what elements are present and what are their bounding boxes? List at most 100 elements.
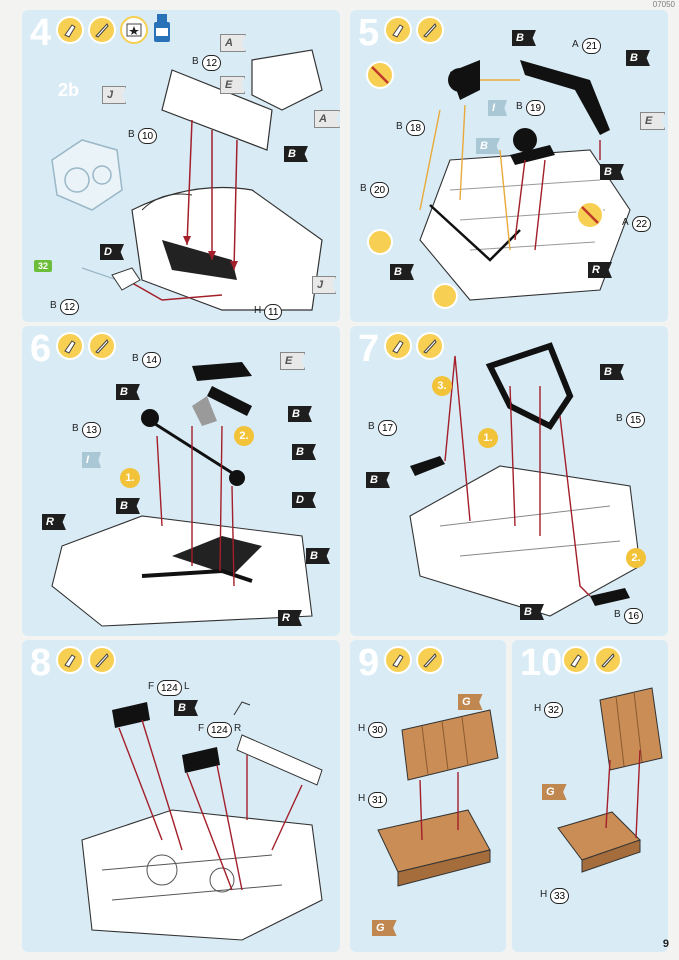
paint-brush-icon (88, 332, 116, 360)
step-7-panel: 7 B 17 B 15 B 16 3. 1. 2. B B B (350, 326, 668, 636)
part-letter: H (254, 305, 262, 316)
paint-brush-icon (416, 332, 444, 360)
substep-badge: 3. (432, 376, 452, 396)
part-number: 12 (60, 299, 80, 315)
part-number: 19 (526, 100, 546, 116)
svg-text:2b: 2b (58, 80, 79, 100)
part-letter: B (516, 101, 523, 112)
part-number: 12 (202, 55, 222, 71)
part-letter: H (534, 703, 542, 714)
part-letter: A (572, 39, 579, 50)
part-letter: F (198, 723, 205, 734)
paint-flag: B (288, 406, 312, 422)
part-letter: H (540, 889, 548, 900)
paint-flag: B (600, 364, 624, 380)
paint-flag: B (174, 700, 198, 716)
part-number: 17 (378, 420, 398, 436)
step-number: 5 (358, 12, 380, 54)
paint-flag: G (372, 920, 397, 936)
part-letter: H (358, 723, 366, 734)
part-number: 31 (368, 792, 388, 808)
part-number: 10 (138, 128, 158, 144)
paint-flag: B (366, 472, 390, 488)
paint-flag: G (542, 784, 567, 800)
part-letter: B (396, 121, 403, 132)
step-8-illustration (81, 701, 323, 941)
part-letter: H (358, 793, 366, 804)
part-letter: B (360, 183, 367, 194)
step-5-panel: 5 A 21 B 19 B 18 B 20 A 22 B B I B E B B… (350, 10, 668, 322)
color-code-chip: 32 (34, 260, 53, 272)
decal-icon (120, 16, 148, 44)
substep-badge: 2. (626, 548, 646, 568)
glue-tube-icon (384, 332, 412, 360)
paint-flag: A (220, 34, 246, 52)
part-number: 30 (368, 722, 388, 738)
step-9-illustration (377, 709, 499, 887)
paint-flag: J (312, 276, 337, 294)
part-letter: B (72, 423, 79, 434)
part-number: 20 (370, 182, 390, 198)
part-letter: B (128, 129, 135, 140)
glue-tube-icon (384, 16, 412, 44)
part-letter: B (616, 413, 623, 424)
step-6-illustration (51, 362, 313, 627)
paint-flag: R (588, 262, 612, 278)
corner-code: 07050 (652, 0, 675, 9)
part-number: 124 (207, 722, 232, 738)
step-number: 4 (30, 12, 52, 54)
paint-flag: E (280, 352, 306, 370)
paint-flag: B (476, 138, 500, 154)
paint-flag: I (488, 100, 508, 116)
part-side: L (184, 681, 190, 692)
step-9-panel: 9 H 30 H 31 G G (350, 640, 506, 952)
part-letter: F (148, 681, 155, 692)
part-letter: B (368, 421, 375, 432)
substep-badge: 1. (120, 468, 140, 488)
part-number: 15 (626, 412, 646, 428)
paint-flag: B (284, 146, 308, 162)
part-letter: B (50, 300, 57, 311)
glue-tube-icon (56, 646, 84, 674)
part-number: 14 (142, 352, 162, 368)
paint-brush-icon (88, 16, 116, 44)
paint-flag: B (390, 264, 414, 280)
part-letter: B (614, 609, 621, 620)
paint-flag: B (292, 444, 316, 460)
step-7-illustration (409, 342, 641, 617)
part-number: 32 (544, 702, 564, 718)
paint-flag: B (626, 50, 650, 66)
part-number: 33 (550, 888, 570, 904)
step-10-panel: 10 H 32 H 33 G (512, 640, 668, 952)
paint-flag: B (306, 548, 330, 564)
paint-brush-icon (594, 646, 622, 674)
paint-flag: B (600, 164, 624, 180)
step-number: 9 (358, 642, 380, 684)
paint-brush-icon (416, 16, 444, 44)
page-number: 9 (662, 938, 669, 950)
paint-flag: J (102, 86, 127, 104)
paint-brush-icon (416, 646, 444, 674)
step-4-panel: 4 2b 32 B 12 B 10 B 12 H 11 A E A B J (22, 10, 340, 322)
glue-tube-icon (562, 646, 590, 674)
glue-tube-icon (56, 16, 84, 44)
paint-flag: B (116, 384, 140, 400)
step-5-illustration (366, 60, 631, 309)
part-number: 16 (624, 608, 644, 624)
part-number: 21 (582, 38, 602, 54)
part-number: 11 (264, 304, 283, 320)
part-number: 13 (82, 422, 102, 438)
step-6-panel: 6 B 14 B 13 1. 2. E B B B I B R D B R (22, 326, 340, 636)
substep-badge: 2. (234, 426, 254, 446)
paint-flag: B (512, 30, 536, 46)
step-number: 10 (520, 642, 563, 684)
step-number: 7 (358, 328, 380, 370)
paint-brush-icon (88, 646, 116, 674)
part-number: 22 (632, 216, 652, 232)
paint-flag: D (292, 492, 316, 508)
paint-flag: B (520, 604, 544, 620)
glue-tube-icon (384, 646, 412, 674)
paint-flag: G (458, 694, 483, 710)
paint-flag: I (82, 452, 102, 468)
paint-flag: E (640, 112, 666, 130)
